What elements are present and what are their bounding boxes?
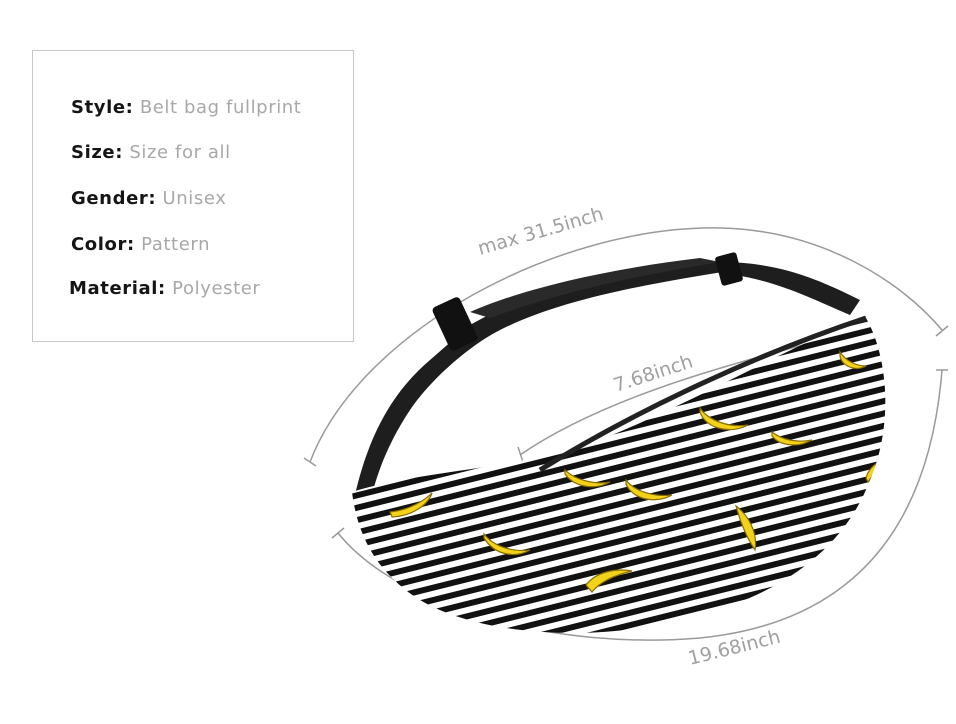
- spec-key: Material:: [69, 278, 166, 299]
- spec-key: Color:: [71, 234, 135, 255]
- strap-dimension-arc: [303, 227, 949, 467]
- spec-value: Pattern: [141, 234, 211, 255]
- spec-row-style: Style: Belt bag fullprint: [71, 97, 301, 118]
- spec-value: Polyester: [172, 278, 261, 299]
- spec-key: Size:: [71, 142, 124, 163]
- spec-key: Style:: [71, 97, 134, 118]
- banana-prints: [389, 349, 881, 593]
- spec-key: Gender:: [71, 188, 157, 209]
- adjuster-icon: [715, 252, 743, 286]
- spec-row-material: Material: Polyester: [69, 278, 260, 299]
- spec-value: Unisex: [162, 188, 227, 209]
- buckle-icon: [432, 297, 478, 351]
- spec-value: Size for all: [129, 142, 231, 163]
- bag-body: [352, 315, 886, 633]
- spec-row-gender: Gender: Unisex: [71, 188, 226, 209]
- strap-length-label: max 31.5inch: [475, 203, 606, 260]
- zipper: [538, 315, 867, 473]
- product-spec-box: Style: Belt bag fullprint Size: Size for…: [32, 50, 354, 342]
- belt-strap: [355, 252, 860, 495]
- spec-row-color: Color: Pattern: [71, 234, 210, 255]
- spec-row-size: Size: Size for all: [71, 142, 231, 163]
- spec-value: Belt bag fullprint: [139, 97, 302, 118]
